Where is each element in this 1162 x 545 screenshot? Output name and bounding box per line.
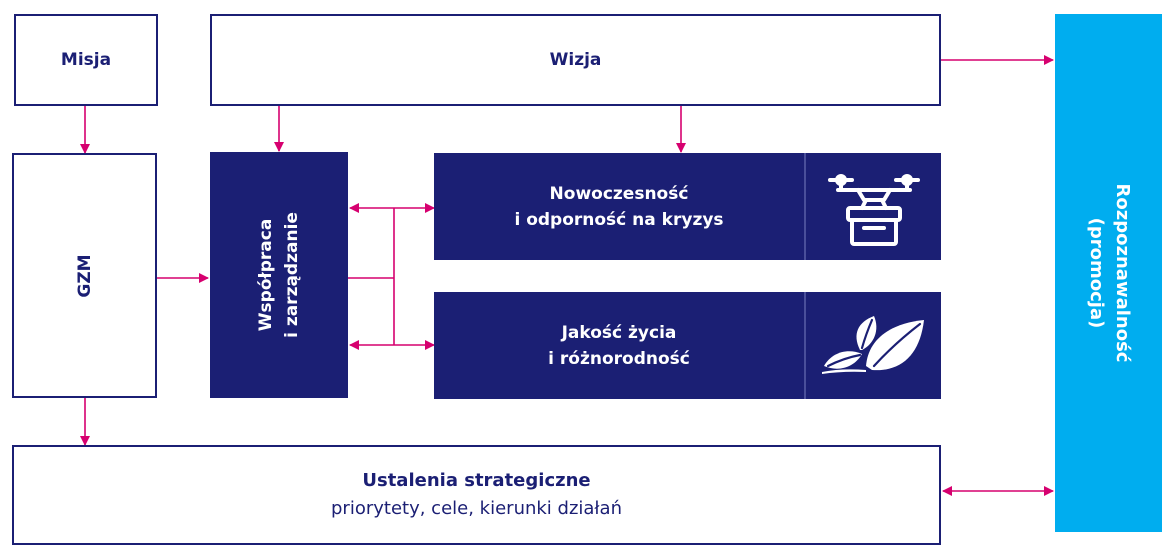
ustalenia-title: Ustalenia strategiczne [362, 470, 591, 491]
gzm-label: GZM [74, 253, 95, 298]
wspolpraca-line-1: Współpraca [256, 218, 276, 332]
rozpoznawalnosc-label: Rozpoznawalność (promocja) [1083, 184, 1135, 363]
drone-icon [827, 173, 920, 246]
jakosc-box: Jakość życia i różnorodność [434, 292, 941, 399]
leaves-icon [821, 315, 924, 374]
nowoczesnosc-icon-cell [804, 153, 941, 260]
wspolpraca-box: Współpraca i zarządzanie [210, 152, 348, 398]
wspolpraca-label: Współpraca i zarządzanie [253, 212, 305, 338]
misja-box: Misja [14, 14, 158, 106]
rozpoznawalnosc-line-2: (promocja) [1085, 217, 1107, 329]
nowoczesnosc-box: Nowoczesność i odporność na kryzys [434, 153, 941, 260]
misja-label: Misja [60, 50, 112, 70]
rozpoznawalnosc-box: Rozpoznawalność (promocja) [1055, 14, 1162, 532]
wizja-label: Wizja [549, 50, 602, 70]
jakosc-label: Jakość życia i różnorodność [434, 320, 804, 372]
nowoczesnosc-line-1: Nowoczesność [549, 183, 689, 204]
ustalenia-text: Ustalenia strategiczne priorytety, cele,… [331, 467, 622, 523]
jakosc-line-1: Jakość życia [561, 322, 677, 343]
wspolpraca-line-2: i zarządzanie [282, 212, 302, 338]
ustalenia-subtitle: priorytety, cele, kierunki działań [331, 498, 622, 519]
jakosc-line-2: i różnorodność [548, 348, 690, 369]
connectors [80, 55, 1054, 496]
jakosc-icon-cell [804, 292, 941, 399]
nowoczesnosc-label: Nowoczesność i odporność na kryzys [434, 181, 804, 233]
nowoczesnosc-line-2: i odporność na kryzys [514, 209, 724, 230]
ustalenia-box: Ustalenia strategiczne priorytety, cele,… [12, 445, 941, 545]
gzm-box: GZM [12, 153, 157, 398]
rozpoznawalnosc-line-1: Rozpoznawalność [1111, 183, 1133, 363]
wizja-box: Wizja [210, 14, 941, 106]
